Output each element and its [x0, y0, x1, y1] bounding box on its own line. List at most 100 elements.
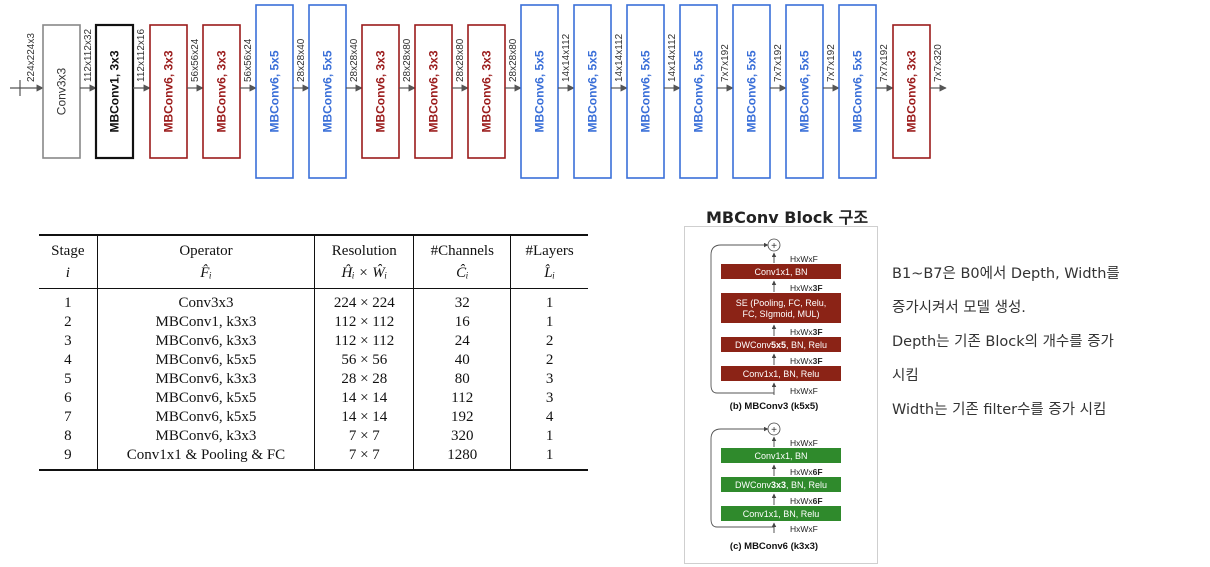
cell-operator: MBConv6, k5x5 [96, 351, 315, 370]
block-box [467, 24, 506, 159]
header-stage: Stage [39, 234, 98, 262]
block-box [573, 4, 612, 179]
mbconv3-layer-box [721, 293, 841, 323]
mbconv3-layer-label: SE (Pooling, FC, Relu, [736, 298, 827, 308]
block-box [679, 4, 718, 179]
mbconv3-dim-label: HxWxF [790, 254, 818, 264]
block-box [361, 24, 400, 159]
mbconv6-add-symbol: + [771, 425, 777, 436]
header-resolution-symbol: Ĥᵢ × Ŵᵢ [314, 262, 414, 289]
mbconv3-skip-connection [710, 242, 774, 394]
note-line: B1~B7은 B0에서 Depth, Width를 [892, 266, 1120, 282]
mbconv3-dim-label: HxWx3F [790, 327, 823, 337]
mbconv6-layer-box [721, 477, 841, 492]
note-line: 증가시켜서 모델 생성. [892, 300, 1026, 316]
header-operator: Operator [96, 234, 315, 262]
cell-channels: 80 [413, 370, 511, 389]
dim-label: 112x112x16 [136, 29, 147, 82]
header-resolution: Resolution [314, 234, 414, 262]
block-box [308, 4, 347, 179]
block-box [626, 4, 665, 179]
mbconv3-layer-label: FC, SIgmoid, MUL) [742, 309, 819, 319]
block-box [520, 4, 559, 179]
block-label: MBConv6, 5x5 [639, 50, 653, 132]
cell-resolution: 224 × 224 [314, 288, 414, 313]
block-label: MBConv6, 3x3 [427, 50, 441, 132]
dim-label: 56x56x24 [190, 38, 201, 82]
cell-channels: 112 [413, 389, 511, 408]
cell-resolution: 7 × 7 [314, 446, 414, 471]
block-label: MBConv6, 3x3 [480, 50, 494, 132]
cell-stage: 6 [64, 390, 72, 406]
note-line: Width는 기존 filter수를 증가 시킴 [892, 402, 1107, 418]
header-layers: #Layers [510, 234, 588, 262]
dim-label: 112x112x32 [83, 29, 94, 82]
architecture-table: Stage Operator Resolution #Channels #Lay… [39, 234, 588, 471]
block-label: MBConv6, 5x5 [321, 50, 335, 132]
block-label: MBConv6, 3x3 [215, 50, 229, 132]
block-label: Conv3x3 [55, 68, 69, 116]
note-line: Depth는 기존 Block의 개수를 증가 [892, 334, 1114, 350]
cell-resolution: 112 × 112 [314, 313, 414, 332]
cell-layers: 3 [510, 389, 588, 408]
notes-text: B1~B7은 B0에서 Depth, Width를 증가시켜서 모델 생성. D… [892, 257, 1202, 427]
block-box [838, 4, 877, 179]
input-dim-label: 224x224x3 [26, 33, 37, 82]
block-label: MBConv6, 3x3 [905, 50, 919, 132]
cell-channels: 192 [413, 408, 511, 427]
block-box [149, 24, 188, 159]
dim-label: 28x28x80 [455, 38, 466, 82]
cell-channels: 24 [413, 332, 511, 351]
block-box [94, 23, 135, 160]
header-channels: #Channels [413, 234, 511, 262]
mbconv3-layer-box [721, 337, 841, 352]
block-label: MBConv6, 5x5 [745, 50, 759, 132]
cell-layers: 1 [510, 313, 588, 332]
cell-resolution: 56 × 56 [314, 351, 414, 370]
dim-label: 14x14x112 [667, 33, 678, 82]
block-label: MBConv1, 3x3 [108, 50, 122, 132]
mbconv3-dim-label: HxWx3F [790, 283, 823, 293]
block-label: MBConv6, 5x5 [798, 50, 812, 132]
dim-label: 56x56x24 [243, 38, 254, 82]
mbconv6-skip-connection [710, 426, 774, 528]
cell-resolution: 112 × 112 [314, 332, 414, 351]
cell-operator: MBConv6, k5x5 [96, 389, 315, 408]
cell-channels: 1280 [413, 446, 511, 471]
cell-operator: MBConv6, k3x3 [96, 370, 315, 389]
mbconv6-caption: (c) MBConv6 (k3x3) [730, 541, 818, 552]
block-label: MBConv6, 5x5 [692, 50, 706, 132]
dim-label: 28x28x80 [508, 38, 519, 82]
block-label: MBConv6, 5x5 [533, 50, 547, 132]
cell-layers: 2 [510, 332, 588, 351]
mbconv3-add-symbol: + [771, 241, 777, 252]
mbconv6-dim-label: HxWxF [790, 438, 818, 448]
dim-label: 7x7x192 [773, 44, 784, 82]
block-box [732, 4, 771, 179]
cell-layers: 1 [510, 288, 588, 313]
cell-stage: 1 [64, 295, 72, 311]
header-channels-symbol: Ĉᵢ [413, 262, 511, 289]
mbconv3-layer-label: DWConv5x5, BN, Relu [735, 340, 827, 350]
mbconv6-dim-label: HxWx6F [790, 496, 823, 506]
dim-label: 7x7x192 [720, 44, 731, 82]
cell-layers: 1 [510, 427, 588, 446]
table-header-symbols: i F̂ᵢ Ĥᵢ × Ŵᵢ Ĉᵢ L̂ᵢ [39, 262, 588, 289]
cell-channels: 32 [413, 288, 511, 313]
mbconv3-layer-box [721, 264, 841, 279]
cell-channels: 320 [413, 427, 511, 446]
cell-layers: 3 [510, 370, 588, 389]
cell-operator: MBConv1, k3x3 [96, 313, 315, 332]
cell-resolution: 7 × 7 [314, 427, 414, 446]
mbconv6-layer-label: Conv1x1, BN, Relu [743, 509, 820, 519]
cell-operator: MBConv6, k3x3 [96, 427, 315, 446]
block-box [42, 24, 81, 159]
cell-layers: 2 [510, 351, 588, 370]
cell-operator: MBConv6, k5x5 [96, 408, 315, 427]
